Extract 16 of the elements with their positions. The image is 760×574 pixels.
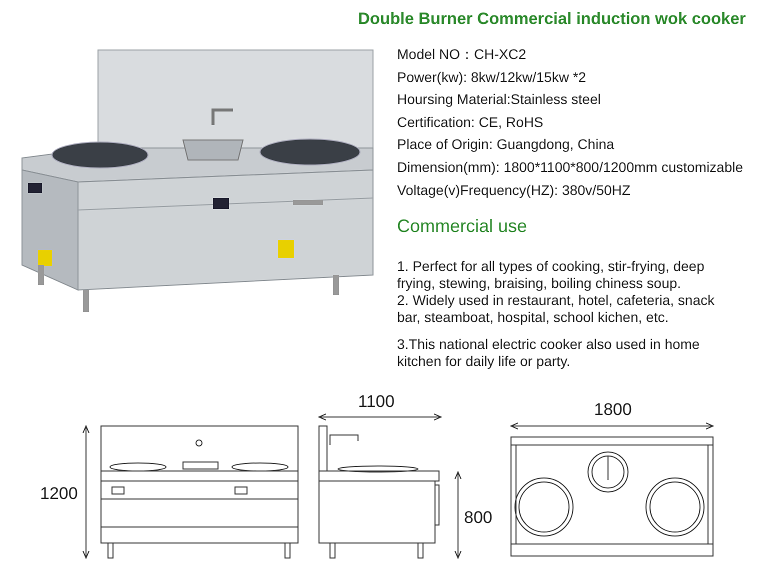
dimension-label: 800 xyxy=(464,508,492,528)
list-item: 2. Widely used in restaurant, hotel, cafeteria, snack bar, steamboat, hospital, school kichen, etc. xyxy=(397,292,716,326)
spec-line: Dimension(mm): 1800*1100*800/1200mm customizable xyxy=(397,159,744,175)
title: Double Burner Commercial induction wok cooker xyxy=(358,10,746,29)
spec-line: Hoursing Material:Stainless steel xyxy=(397,91,601,108)
spec-line: Model NO：CH-XC2 xyxy=(397,46,526,64)
dimension-label: 1200 xyxy=(40,484,78,504)
spec-line: Voltage(v)Frequency(HZ): 380v/50HZ xyxy=(397,182,630,198)
list-item: 3.This national electric cooker also used in home kitchen for daily life or party. xyxy=(397,336,701,370)
spec-line: Place of Origin: Guangdong, China xyxy=(397,136,614,152)
dimension-label: 1100 xyxy=(358,392,395,412)
list-item: 1. Perfect for all types of cooking, stir-frying, deep frying, stewing, braising, boiling chiness soup. xyxy=(397,258,706,292)
dimension-label: 1800 xyxy=(594,400,632,420)
spec-line: Certification: CE, RoHS xyxy=(397,114,544,130)
section-heading: Commercial use xyxy=(397,216,528,237)
spec-line: Power(kw): 8kw/12kw/15kw *2 xyxy=(397,68,586,85)
